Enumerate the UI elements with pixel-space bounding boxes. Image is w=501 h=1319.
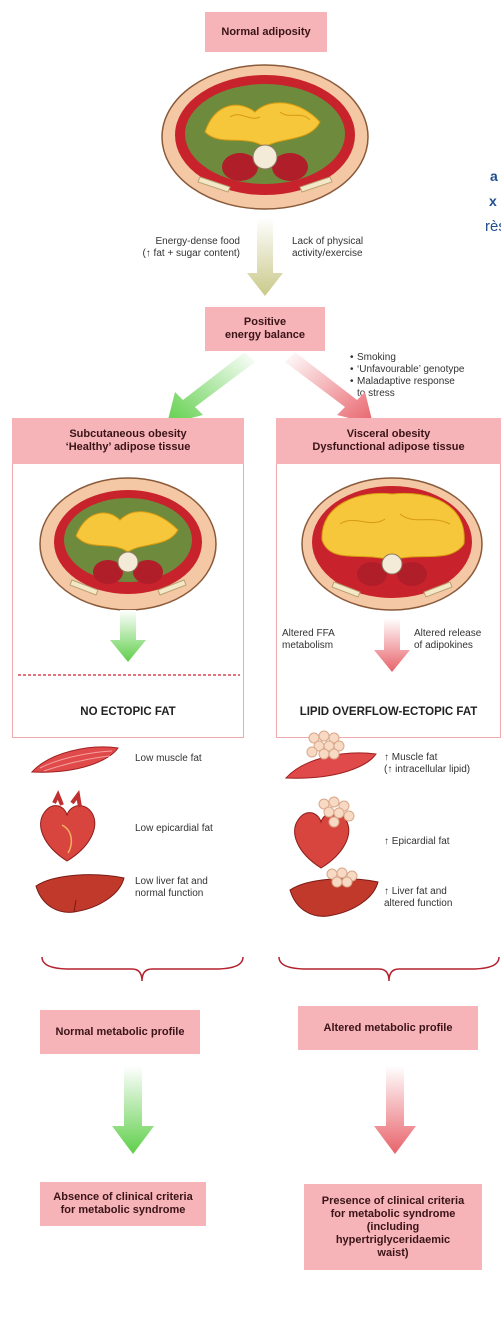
red-diagonal-arrow (285, 352, 375, 427)
abdomen-normal-icon (160, 62, 370, 212)
cause-lack-of-exercise: Lack of physical activity/exercise (292, 236, 412, 260)
presence-criteria-box: Presence of clinical criteria for metabo… (304, 1184, 482, 1270)
down-arrow-top (245, 218, 285, 298)
no-ectopic-fat-heading: NO ECTOPIC FAT (12, 706, 244, 718)
epicardial-fat-icon (286, 796, 366, 872)
side-text-a: a (490, 168, 498, 184)
side-text-res: rès (485, 218, 501, 235)
right-item-liver: ↑ Liver fat and altered function (384, 886, 501, 910)
left-item-muscle: Low muscle fat (135, 753, 240, 765)
muscle-fat-icon (284, 728, 378, 786)
altered-metabolic-profile-box: Altered metabolic profile (298, 1006, 478, 1050)
normal-metabolic-profile-box: Normal metabolic profile (40, 1010, 200, 1054)
green-down-arrow-bottom (110, 1066, 156, 1156)
liver-fat-icon (288, 868, 382, 918)
right-item-epicardial: ↑ Epicardial fat (384, 836, 501, 848)
lipid-overflow-heading: LIPID OVERFLOW-ECTOPIC FAT (276, 706, 501, 718)
red-down-arrow-bottom (372, 1066, 418, 1156)
left-item-epicardial: Low epicardial fat (135, 823, 240, 835)
red-down-arrow-panel (372, 618, 412, 672)
dashed-divider (18, 674, 240, 676)
green-diagonal-arrow (165, 352, 255, 427)
heart-icon (32, 795, 102, 865)
left-brace (40, 955, 245, 985)
subcutaneous-obesity-header: Subcutaneous obesity ‘Healthy’ adipose t… (12, 418, 244, 464)
cause-energy-dense-food: Energy-dense food (↑ fat + sugar content… (100, 236, 240, 260)
muscle-icon (30, 742, 120, 780)
mechanism-ffa-text: Altered FFA metabolism (282, 628, 335, 651)
liver-icon (34, 872, 126, 914)
right-item-muscle: ↑ Muscle fat (↑ intracellular lipid) (384, 752, 501, 776)
left-item-liver: Low liver fat and normal function (135, 876, 240, 900)
normal-adiposity-box: Normal adiposity (205, 12, 327, 52)
abdomen-visceral-icon (300, 474, 484, 614)
right-brace (277, 955, 501, 985)
mechanism-adipokines-text: Altered release of adipokines (414, 628, 481, 651)
mechanism-adipokines: Altered release of adipokines (414, 628, 501, 652)
mechanism-ffa: Altered FFA metabolism (282, 628, 372, 652)
abdomen-subcutaneous-icon (38, 474, 218, 614)
green-down-arrow-panel (108, 610, 148, 662)
absence-criteria-box: Absence of clinical criteria for metabol… (40, 1182, 206, 1226)
side-text-x: x (489, 193, 497, 209)
positive-energy-balance-box: Positive energy balance (205, 307, 325, 351)
visceral-obesity-header: Visceral obesity Dysfunctional adipose t… (276, 418, 501, 464)
